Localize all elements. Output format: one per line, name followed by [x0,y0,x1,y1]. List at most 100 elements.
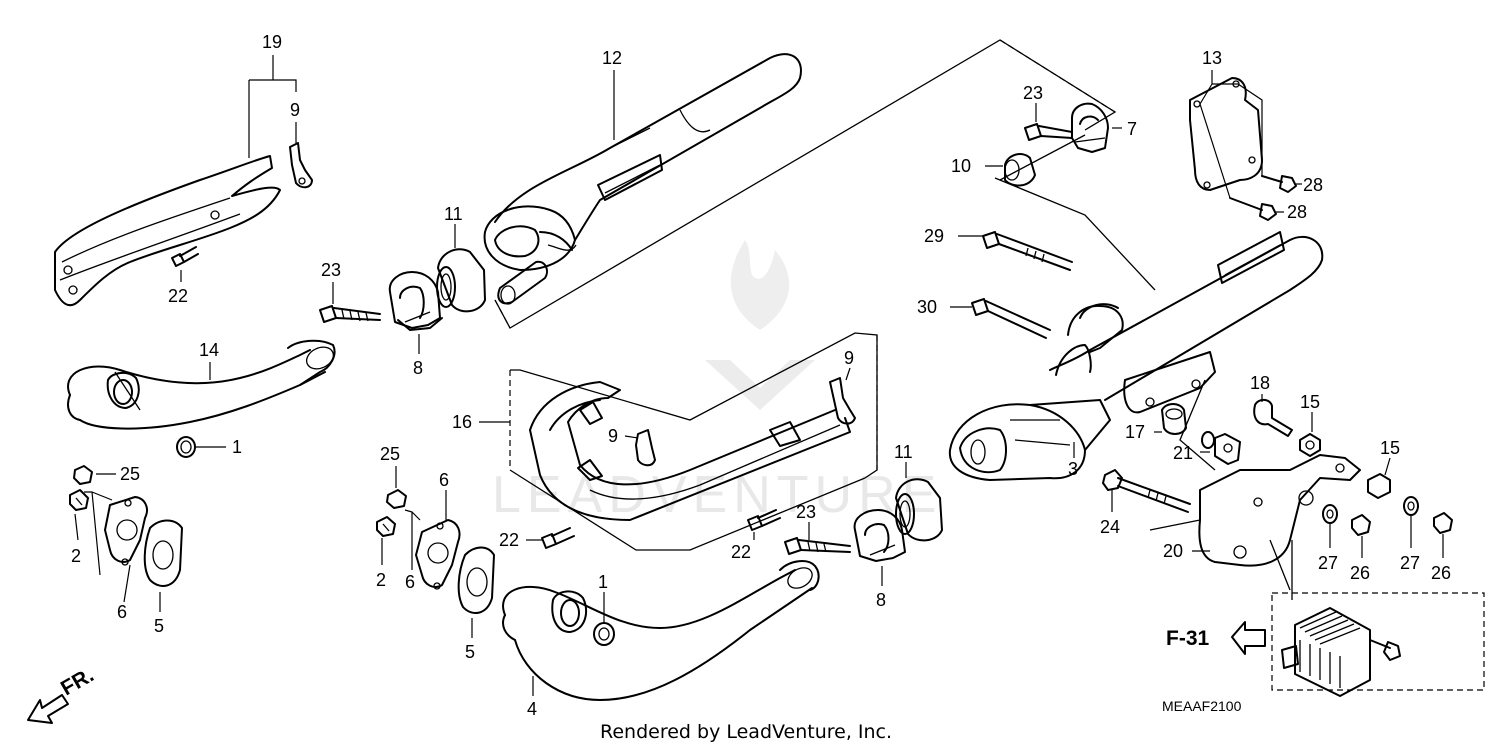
exhaust-pipe-4[interactable] [502,560,820,701]
nut-25b[interactable] [386,489,407,509]
callout-17: 17 [1125,422,1145,442]
callout-19: 19 [262,32,282,52]
footer-credit: Rendered by LeadVenture, Inc. [600,721,892,743]
callout-7: 7 [1127,119,1137,139]
bolt-29[interactable] [982,231,1073,271]
bracket-plate-13[interactable] [1189,77,1263,191]
callout-8b: 8 [876,590,886,610]
collar-17[interactable] [1161,403,1187,435]
callout-11b: 11 [894,442,913,462]
callout-30: 30 [917,297,937,317]
clamp-8b[interactable] [853,509,906,562]
callout-27a: 27 [1318,553,1338,573]
callout-27b: 27 [1400,553,1420,573]
bolt-30[interactable] [971,298,1051,339]
clip-9b[interactable] [829,377,856,425]
exhaust-pipe-14[interactable] [67,339,337,430]
gasket-5a[interactable] [143,519,183,587]
flange-6b[interactable] [415,519,461,590]
front-arrow-icon: FR. [27,663,98,724]
clip-9c[interactable] [635,429,656,467]
callout-25b: 25 [380,444,400,464]
mount-plate-20[interactable] [1198,454,1361,567]
callout-5b: 5 [465,642,475,662]
callout-23c: 23 [1023,83,1043,103]
callout-3: 3 [1068,459,1078,479]
callout-25a: 25 [120,464,140,484]
callout-6b: 6 [439,470,449,490]
callout-18: 18 [1250,373,1270,393]
callout-23a: 23 [321,260,341,280]
washer-27b[interactable] [1403,496,1419,516]
nut-15b[interactable] [1367,473,1391,499]
callout-6c: 6 [405,572,415,592]
nut-26a[interactable] [1351,514,1371,536]
washer-21[interactable] [1201,431,1241,465]
muffler-12[interactable] [483,53,802,305]
clamp-8a[interactable] [388,271,443,331]
callout-11a: 11 [444,204,463,224]
gasket-ring-11b[interactable] [895,478,943,542]
bolt-28a[interactable] [1261,175,1297,193]
callout-6a: 6 [117,602,127,622]
flange-6a[interactable] [104,496,148,566]
callout-9b: 9 [844,348,854,368]
callout-8a: 8 [413,358,423,378]
callout-15a: 15 [1300,392,1320,412]
gasket-1a[interactable] [176,436,196,458]
callout-15b: 15 [1380,438,1400,458]
gasket-1b[interactable] [593,622,615,646]
callout-22b: 22 [499,530,519,550]
bolt-18[interactable] [1253,398,1293,437]
nut-2b[interactable] [376,516,396,537]
callouts: 19 9 22 12 11 23 8 14 1 25 2 6 5 16 9 9 … [71,32,1451,719]
section-ref-label: F-31 [1166,627,1210,650]
bolt-22a[interactable] [171,246,199,267]
callout-22a: 22 [168,286,188,306]
callout-20: 20 [1163,541,1183,561]
callout-13: 13 [1202,48,1222,68]
callout-1a: 1 [232,437,242,457]
callout-1b: 1 [598,572,608,592]
nut-2a[interactable] [69,489,89,511]
gasket-5b[interactable] [457,546,495,615]
bolt-24[interactable] [1102,469,1191,513]
heat-shield-19[interactable] [54,155,281,307]
bolt-23b[interactable] [784,537,851,555]
diagram-code: MEAAF2100 [1162,698,1242,714]
front-label: FR. [57,663,98,700]
watermark-text: LEADVENTURE [492,466,942,524]
gasket-ring-11a[interactable] [436,248,486,313]
callout-26a: 26 [1350,563,1370,583]
regulator-rectifier[interactable] [1281,607,1401,697]
washer-27a[interactable] [1322,504,1338,524]
bolt-22c[interactable] [747,509,781,531]
nut-25a[interactable] [73,465,93,485]
callout-2a: 2 [71,546,81,566]
callout-28a: 28 [1303,175,1323,195]
callout-23b: 23 [796,502,816,522]
callout-24: 24 [1100,517,1120,537]
callout-9c: 9 [608,426,618,446]
callout-14: 14 [199,340,219,360]
heat-shield-16[interactable] [529,381,851,521]
mount-bracket[interactable] [1123,351,1216,414]
bolt-23a[interactable] [319,305,381,323]
callout-22c: 22 [731,542,751,562]
callout-10: 10 [951,156,971,176]
callout-5a: 5 [154,616,164,636]
callout-16: 16 [452,412,472,432]
section-arrow-f31[interactable]: F-31 [1166,621,1266,655]
callout-29: 29 [924,226,944,246]
callout-26b: 26 [1431,563,1451,583]
nut-15a[interactable] [1299,433,1321,457]
nut-26b[interactable] [1433,512,1453,534]
clip-9a[interactable] [289,142,313,189]
bolt-23c[interactable] [1024,123,1073,141]
bolt-22b[interactable] [541,527,575,549]
callout-12: 12 [602,48,622,68]
clamp-7[interactable] [1071,102,1109,153]
muffler-3[interactable] [948,231,1324,481]
bolt-28b[interactable] [1229,197,1277,221]
